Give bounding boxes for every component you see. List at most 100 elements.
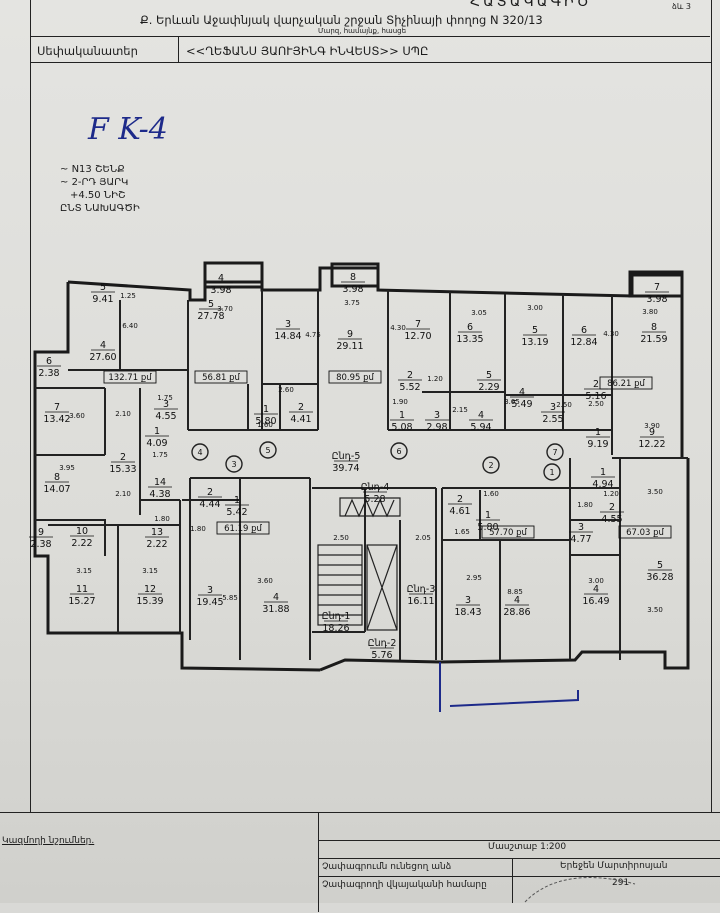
room-label-14-number: 3 <box>163 399 169 410</box>
dimension-6: 3.80 <box>642 308 658 316</box>
room-label-11-area: 2.22 <box>146 539 167 550</box>
axis-circle-2 <box>482 456 500 474</box>
dimension-3: 3.75 <box>344 299 360 307</box>
address-text: Ք. Երևան Աջափնյակ վարչական շրջան Տիչինայ… <box>140 13 543 27</box>
room-label-22-area: 19.45 <box>196 597 223 608</box>
dimension-39: 2.60 <box>278 386 294 394</box>
dimension-33: 8.85 <box>507 588 523 596</box>
legend-building-text: N13 ՇԵՆՔ <box>71 164 125 175</box>
room-label-31-area: 5.94 <box>470 422 491 433</box>
dimension-19: 1.75 <box>152 451 168 459</box>
room-label-26-area: 12.70 <box>404 331 431 342</box>
room-label-27-number: 6 <box>467 322 473 333</box>
room-label-14-area: 4.55 <box>155 411 176 422</box>
apartment-total-box-6 <box>481 525 535 539</box>
dimension-28: 1.80 <box>577 501 593 509</box>
room-label-41-number: 9 <box>649 427 655 438</box>
dimension-38: 1.90 <box>392 398 408 406</box>
drafted-by-label: Կազմողի նշումներ. <box>2 836 95 846</box>
footer-col-divider <box>512 858 513 903</box>
room-label-34-number: 6 <box>581 325 587 336</box>
dimension-41: 3.05 <box>504 398 520 406</box>
dimension-1: 6.40 <box>122 322 138 330</box>
room-label-20-number: 2 <box>207 487 213 498</box>
room-label-33-number: 5 <box>532 325 538 336</box>
dimension-36: 3.60 <box>69 412 85 420</box>
apartment-total-7: 67.03 քմ <box>626 528 664 538</box>
dimension-35: 1.20 <box>427 375 443 383</box>
room-label-10-area: 15.39 <box>136 596 163 607</box>
outer-wall-north-west <box>67 266 684 458</box>
dimension-27: 1.20 <box>603 490 619 498</box>
dimension-12: 2.95 <box>466 574 482 582</box>
dimension-42: 2.50 <box>588 400 604 408</box>
room-label-23-area: 31.88 <box>262 604 289 615</box>
footer-row-2 <box>318 858 720 859</box>
dimension-15: 3.50 <box>647 606 663 614</box>
measured-by-value: Երեջեն Մարտիրոսյան <box>560 861 668 871</box>
common-area-label-2-number: Ընդ-4 <box>361 482 390 493</box>
balcony-left-top <box>203 261 264 289</box>
room-label-32-area: 2.29 <box>478 382 499 393</box>
partition-e <box>387 290 613 455</box>
room-label-30-number: 3 <box>434 410 440 421</box>
room-label-28-area: 5.52 <box>399 382 420 393</box>
room-label-36-number: 8 <box>651 322 657 333</box>
stamp-mark <box>524 877 636 903</box>
dimension-2: 3.70 <box>217 305 233 313</box>
room-label-45-number: 5 <box>657 560 663 571</box>
partition-b <box>35 387 106 556</box>
license-label: Չափագրողի վկայականի համարը <box>322 880 487 890</box>
apartment-total-box-4 <box>599 376 653 390</box>
dimension-37: 2.50 <box>556 401 572 409</box>
room-label-15-area: 4.09 <box>146 438 167 449</box>
room-label-18-area: 5.80 <box>255 416 276 427</box>
legend-block: ~ N13 ՇԵՆՔ ~ 2-ՐԴ ՅԱՐԿ +4.50 ՆԻՇ ԸՆՏ ՆԱԽ… <box>60 163 140 215</box>
room-label-1-area: 3.98 <box>210 285 231 296</box>
room-label-6-number: 8 <box>54 472 60 483</box>
room-label-29-area: 5.08 <box>391 422 412 433</box>
stairs <box>317 497 401 631</box>
plan-partitions <box>35 290 688 660</box>
legend-building-mark: ~ <box>60 164 72 175</box>
room-label-19-area: 4.41 <box>290 414 311 425</box>
room-label-12-number: 14 <box>154 477 166 488</box>
axis-number-5: 5 <box>265 446 270 455</box>
dimension-9: 3.15 <box>76 567 92 575</box>
room-label-47-number: 2 <box>457 494 463 505</box>
dimension-40: 2.15 <box>452 406 468 414</box>
room-label-9-number: 11 <box>76 584 88 595</box>
room-label-37-number: 4 <box>519 387 525 398</box>
partition-h <box>441 457 688 660</box>
dimension-7: 3.90 <box>644 422 660 430</box>
dimension-20: 1.60 <box>257 421 273 429</box>
room-label-7-area: 2.38 <box>30 539 51 550</box>
handwritten-mark: F K-4 <box>88 112 168 147</box>
common-area-label-2-area: 5.28 <box>364 494 385 505</box>
handwritten-lines <box>439 662 579 712</box>
room-label-39-number: 3 <box>550 402 556 413</box>
dimension-18: 1.75 <box>157 394 173 402</box>
owner-row-separator <box>178 36 179 63</box>
room-label-13-number: 2 <box>120 452 126 463</box>
dimension-23: 2.50 <box>333 534 349 542</box>
legend-floor: ~ 2-ՐԴ ՅԱՐԿ <box>60 176 140 189</box>
room-label-24-number: 8 <box>350 272 356 283</box>
apartment-total-box-2 <box>194 370 248 384</box>
room-label-6-area: 14.07 <box>43 484 70 495</box>
axis-number-4: 4 <box>197 448 202 457</box>
footer-frame <box>0 812 720 913</box>
common-area-label-1-area: 39.74 <box>332 463 359 474</box>
dimension-8: 3.95 <box>59 464 75 472</box>
room-label-40-area: 9.19 <box>587 439 608 450</box>
dimension-22: 1.80 <box>154 515 170 523</box>
room-label-16-number: 5 <box>208 299 214 310</box>
room-label-17-number: 3 <box>285 319 291 330</box>
owner-value: <<ՂԵՖԱՆՍ ՅԱՈՒՅԻՆԳ ԻՆՎԵՍՏ>> ՍՊԸ <box>186 44 429 58</box>
axis-number-6: 6 <box>396 447 401 456</box>
room-label-48-number: 1 <box>485 510 491 521</box>
room-label-50-number: 4 <box>514 595 520 606</box>
dimension-31: 4.30 <box>603 330 619 338</box>
dimension-34: 1.25 <box>120 292 136 300</box>
measured-by-label: Չափագրումն ունեցող անձ <box>322 862 452 872</box>
